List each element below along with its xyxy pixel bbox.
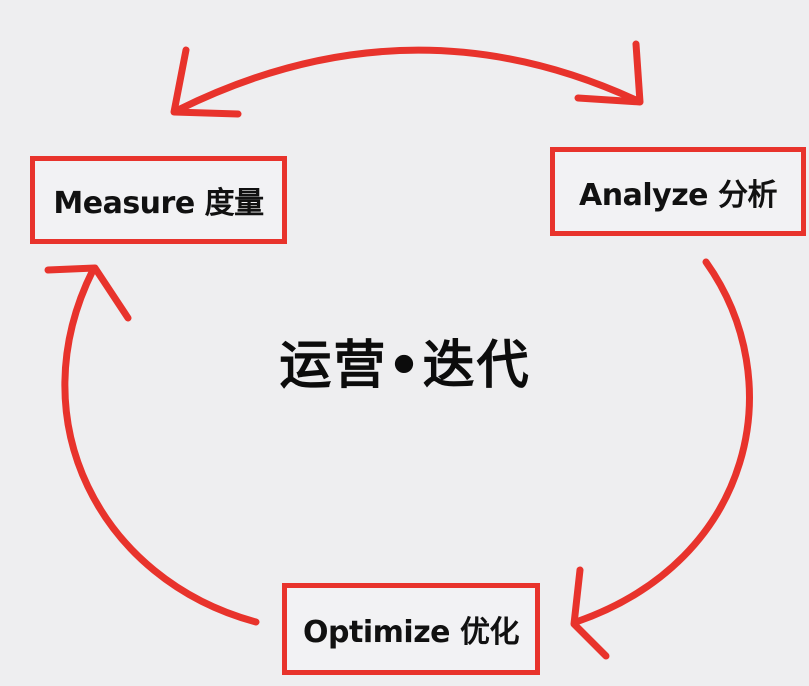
analyze-label: Analyze 分析 [579, 177, 777, 213]
arrowhead-right-top [574, 40, 644, 106]
arrow-measure-analyze [174, 46, 642, 114]
arrow-optimize-measure [61, 266, 260, 626]
optimize-label: Optimize 优化 [303, 615, 519, 650]
optimize-node: Optimize 优化 [282, 583, 540, 675]
measure-label: Measure 度量 [53, 186, 264, 221]
arrowhead-left-top [170, 46, 242, 118]
analyze-node: Analyze 分析 [550, 147, 806, 236]
center-title: 运营•迭代 [279, 335, 531, 396]
arrowhead-analyze-optimize [570, 566, 610, 660]
arrow-analyze-optimize [572, 258, 753, 626]
measure-node: Measure 度量 [30, 156, 287, 244]
arrowhead-optimize-measure [44, 264, 132, 322]
